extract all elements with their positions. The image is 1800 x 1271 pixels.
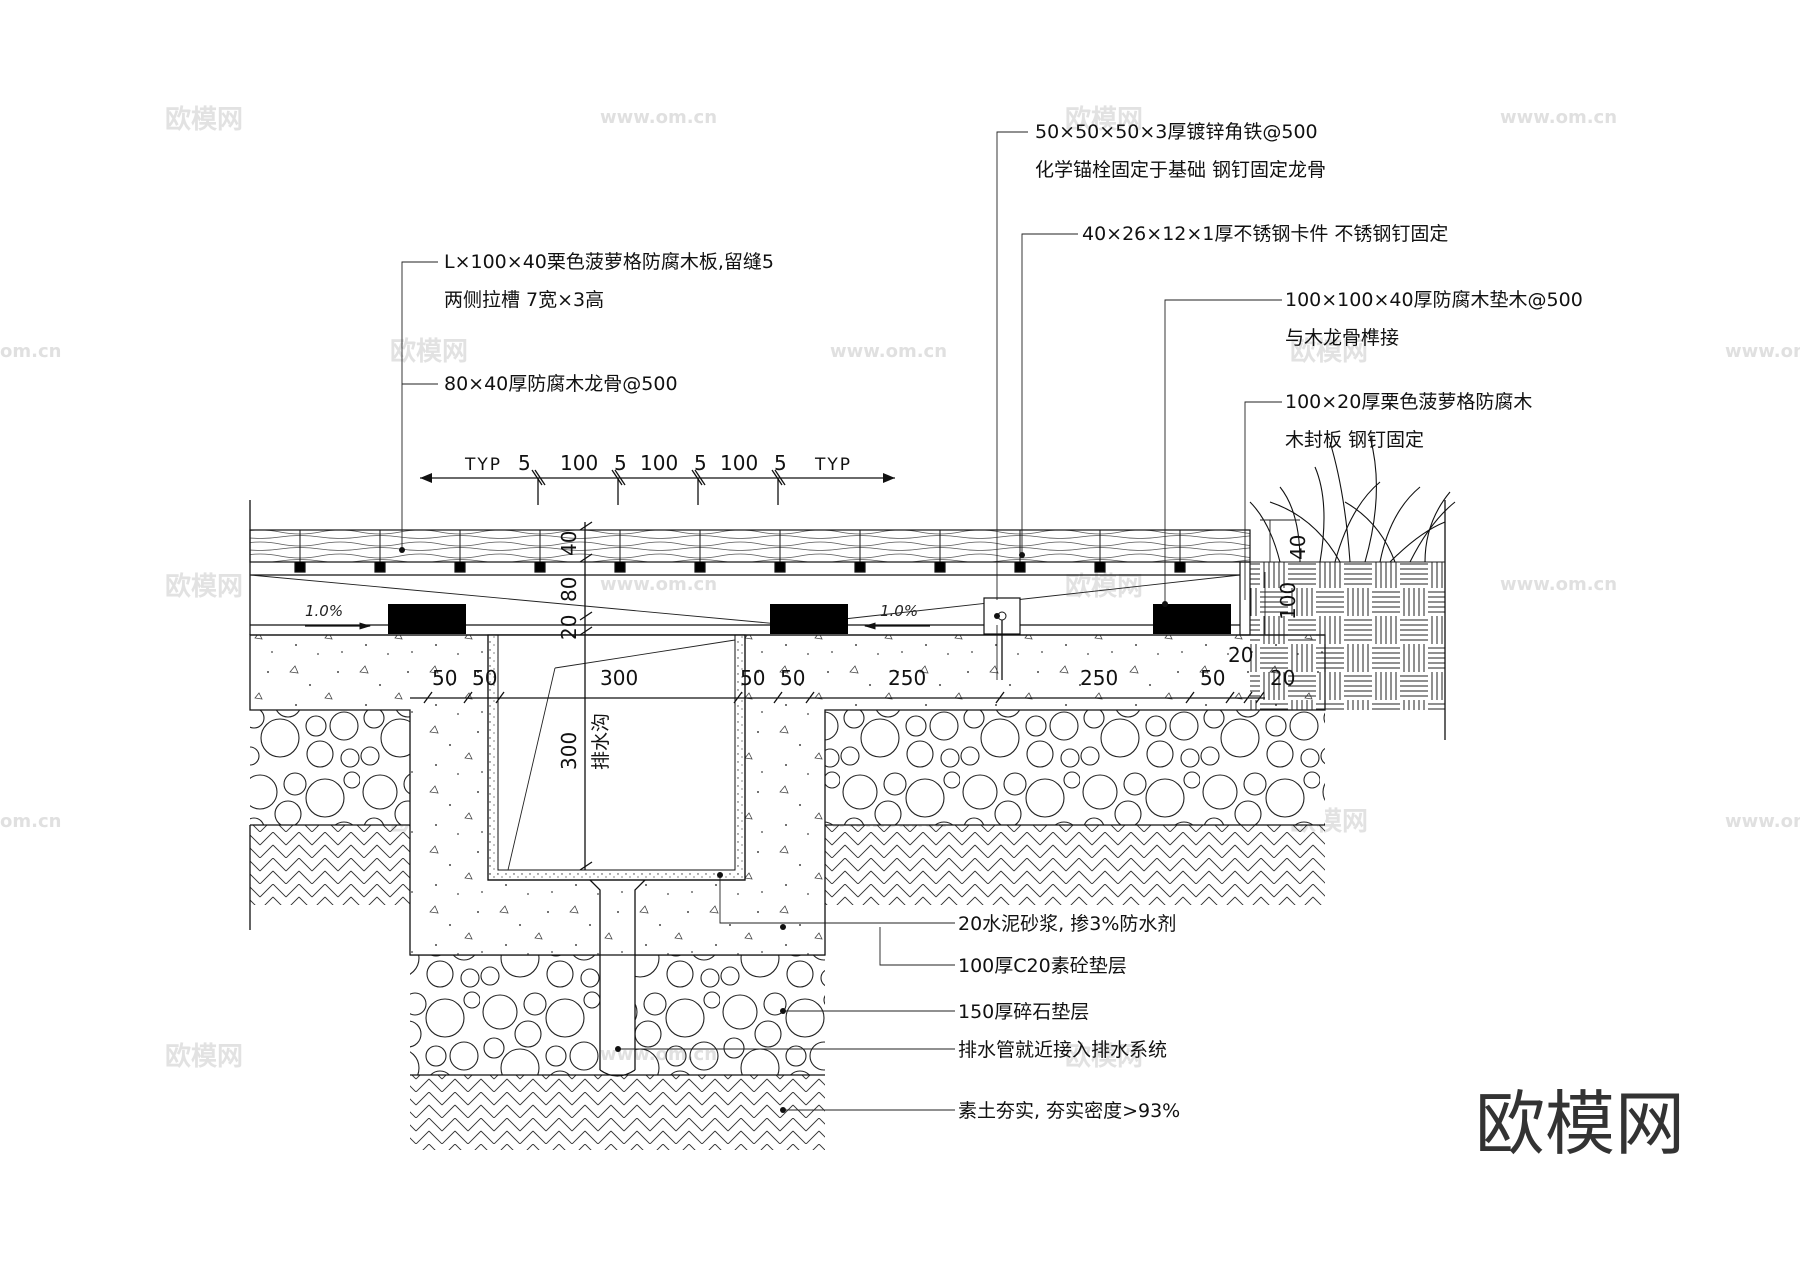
note-pad: 100×100×40厚防腐木垫木@500 xyxy=(1285,289,1583,311)
dim-value: 5 xyxy=(694,451,707,475)
note-deck-board-groove: 两侧拉槽 7宽×3高 xyxy=(444,289,604,311)
dim-board-thickness: 40 xyxy=(557,531,581,556)
dim-ditch-depth: 300 xyxy=(557,732,581,770)
watermark-url: www.om.cn xyxy=(600,574,717,595)
note-pad-joint: 与木龙骨榫接 xyxy=(1285,327,1399,349)
concrete-layer xyxy=(249,634,1326,1077)
note-joist: 80×40厚防腐木龙骨@500 xyxy=(444,373,678,395)
watermark-brand: 欧模网 xyxy=(165,1041,243,1072)
dim-typ-right: TYP xyxy=(814,455,852,475)
annotations: L×100×40栗色菠萝格防腐木板,留缝5 两侧拉槽 7宽×3高 80×40厚防… xyxy=(444,121,1583,1122)
dim-value: 50 xyxy=(1200,666,1225,690)
note-mortar: 20水泥砂浆, 掺3%防水剂 xyxy=(958,913,1176,935)
dim-value: 300 xyxy=(600,666,638,690)
watermark-url: www.om.cn xyxy=(600,107,717,128)
planting-bed xyxy=(1249,436,1456,740)
bottom-dimensions: 50 50 300 50 50 250 250 50 20 20 xyxy=(410,643,1295,704)
dim-value: 100 xyxy=(640,451,678,475)
watermark-logo: 欧模网 xyxy=(1475,1083,1685,1165)
vertical-dimensions: 40 80 20 300 排水沟 40 100 xyxy=(557,519,1310,871)
watermark-url: www.om.cn xyxy=(830,341,947,362)
note-clip: 40×26×12×1厚不锈钢卡件 不锈钢钉固定 xyxy=(1082,223,1448,245)
note-concrete: 100厚C20素砼垫层 xyxy=(958,955,1127,977)
dim-value: 20 xyxy=(1270,666,1295,690)
dim-value: 20 xyxy=(1228,643,1253,667)
leader-lines xyxy=(399,131,1282,1113)
board-joints xyxy=(299,530,1181,562)
watermark-brand: 欧模网 xyxy=(1065,104,1143,135)
watermark-brand: 欧模网 xyxy=(390,336,468,367)
dim-value: 5 xyxy=(774,451,787,475)
watermark-brand: 欧模网 xyxy=(1290,336,1368,367)
dim-value: 100 xyxy=(560,451,598,475)
watermark-url: om.cn xyxy=(0,811,61,832)
dim-value: 250 xyxy=(1080,666,1118,690)
watermark-url: www.om.cn xyxy=(1500,107,1617,128)
note-soil: 素土夯实, 夯实密度>93% xyxy=(958,1100,1180,1122)
dim-pad-height: 20 xyxy=(557,615,581,640)
dim-value: 5 xyxy=(614,451,627,475)
grass-icon xyxy=(1249,436,1456,563)
top-dimensions: TYP 5 100 5 100 5 100 5 TYP xyxy=(420,451,895,505)
slope-indicators: 1.0% 1.0% xyxy=(305,602,930,630)
dim-value: 250 xyxy=(888,666,926,690)
note-seal-board: 100×20厚栗色菠萝格防腐木 xyxy=(1285,391,1532,413)
clips xyxy=(294,562,1186,573)
dim-seal-width: 100 xyxy=(1276,582,1300,620)
watermark-brand: 欧模网 xyxy=(1065,1041,1143,1072)
watermark-brand: 欧模网 xyxy=(1065,571,1143,602)
watermark-url: om.cn xyxy=(0,341,61,362)
dim-value: 50 xyxy=(740,666,765,690)
note-seal-board-fix: 木封板 钢钉固定 xyxy=(1285,429,1424,451)
watermark-layer: 欧模网 www.om.cn 欧模网 www.om.cn om.cn 欧模网 ww… xyxy=(0,104,1800,1072)
dim-seal-height: 40 xyxy=(1286,535,1310,560)
gravel-layer xyxy=(250,710,1325,1076)
dim-typ-left: TYP xyxy=(464,455,502,475)
dim-value: 100 xyxy=(720,451,758,475)
dim-value: 5 xyxy=(518,451,531,475)
wood-pad xyxy=(388,604,466,634)
watermark-url: www.om.cn xyxy=(1725,341,1800,362)
note-gravel: 150厚碎石垫层 xyxy=(958,1001,1089,1023)
deck-structure xyxy=(249,500,1325,680)
note-deck-board: L×100×40栗色菠萝格防腐木板,留缝5 xyxy=(444,251,774,273)
wood-pad xyxy=(770,604,848,634)
slope-label: 1.0% xyxy=(305,602,343,620)
dim-joist-height: 80 xyxy=(557,577,581,602)
wood-pad xyxy=(1153,604,1231,634)
slope-label: 1.0% xyxy=(880,602,918,620)
watermark-url: www.om.cn xyxy=(1500,574,1617,595)
watermark-url: www.om.cn xyxy=(1725,811,1800,832)
watermark-brand: 欧模网 xyxy=(165,104,243,135)
note-angle-iron-anchor: 化学锚栓固定于基础 钢钉固定龙骨 xyxy=(1035,159,1326,181)
dim-value: 50 xyxy=(780,666,805,690)
dim-value: 50 xyxy=(472,666,497,690)
ditch-label: 排水沟 xyxy=(590,713,612,770)
note-drain-pipe: 排水管就近接入排水系统 xyxy=(958,1039,1167,1061)
dim-value: 50 xyxy=(432,666,457,690)
watermark-brand: 欧模网 xyxy=(165,571,243,602)
note-angle-iron: 50×50×50×3厚镀锌角铁@500 xyxy=(1035,121,1318,143)
